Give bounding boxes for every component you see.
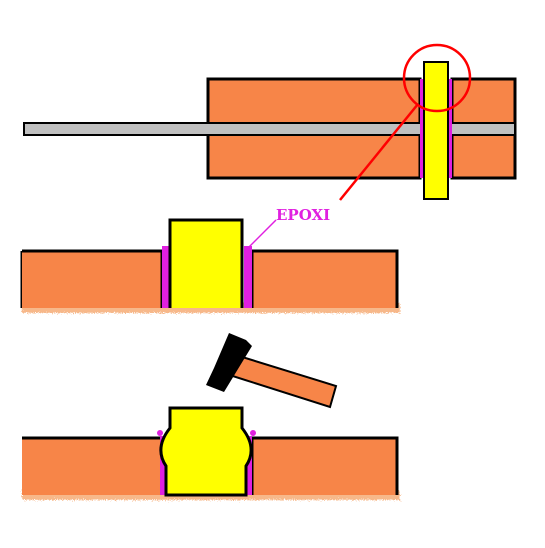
rod (23, 122, 516, 136)
pin-bottom-peened (159, 406, 253, 497)
epoxy-label: EPOXI (276, 206, 330, 224)
epoxy-gap-right (448, 79, 452, 178)
detail-epoxy: EPOXI (20, 206, 400, 313)
pin-yellow (423, 61, 449, 200)
hammer-icon (206, 333, 338, 409)
assembly-top (23, 43, 517, 201)
epoxy-left-middle (162, 246, 170, 308)
epoxy-dot-left (157, 430, 163, 436)
epoxy-right-middle (244, 246, 252, 308)
epoxy-dot-right (250, 430, 256, 436)
detail-callout-line (339, 103, 419, 201)
pin-middle (168, 218, 244, 308)
detail-peened (22, 406, 400, 500)
epoxy-gap-left (420, 79, 424, 178)
hammer-head (206, 333, 252, 392)
epoxy-leader-line (245, 219, 277, 251)
detail-callout-circle (402, 43, 472, 113)
